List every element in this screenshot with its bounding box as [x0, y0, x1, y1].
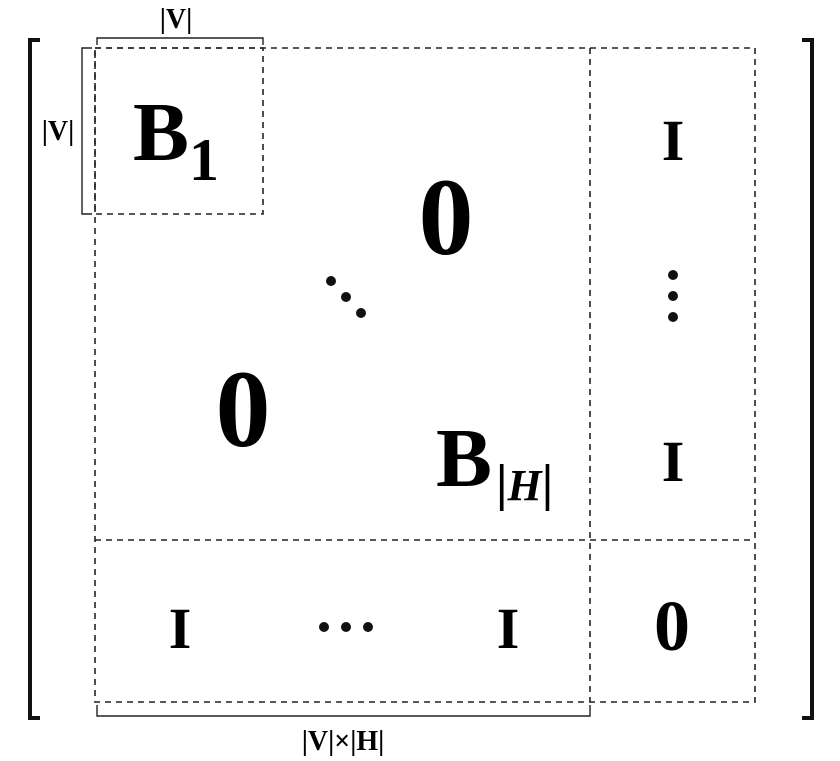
diagonal-dots: [326, 276, 366, 318]
left-dimension-label: |V|: [42, 116, 75, 147]
identity-bottom-right: I: [497, 596, 520, 661]
block-b-last-symbol: B: [436, 412, 492, 505]
identity-bottom-left: I: [169, 596, 192, 661]
left-dimension-bracket: [81, 47, 92, 215]
identity-right-top: I: [662, 108, 685, 173]
left-bracket: [28, 38, 40, 720]
b1-block-frame: [94, 47, 264, 215]
right-bracket: [802, 38, 814, 720]
top-dimension-bracket: [96, 37, 264, 45]
block-b-last: B: [436, 412, 492, 505]
zero-lower-block: 0: [216, 348, 271, 470]
horizontal-dots: [319, 622, 373, 632]
block-b-last-sub-close: |: [542, 455, 553, 512]
block-b1: B1: [133, 86, 219, 193]
zero-upper-block: 0: [419, 156, 474, 278]
bottom-dimension-bracket: [96, 705, 591, 717]
block-b-last-sub-open: |: [496, 455, 507, 512]
block-b-last-subscript: |H|: [496, 455, 553, 512]
zero-corner-block: 0: [654, 586, 690, 666]
bottom-dimension-label: |V|×|H|: [302, 726, 385, 757]
block-b-last-sub-var: H: [506, 461, 543, 510]
identity-right-bottom: I: [662, 429, 685, 494]
block-b1-symbol: B: [133, 86, 189, 179]
outer-dashed-frame: [94, 47, 756, 703]
vertical-dots: [668, 270, 678, 322]
block-b1-subscript: 1: [189, 127, 219, 193]
top-dimension-label: |V|: [160, 4, 193, 35]
